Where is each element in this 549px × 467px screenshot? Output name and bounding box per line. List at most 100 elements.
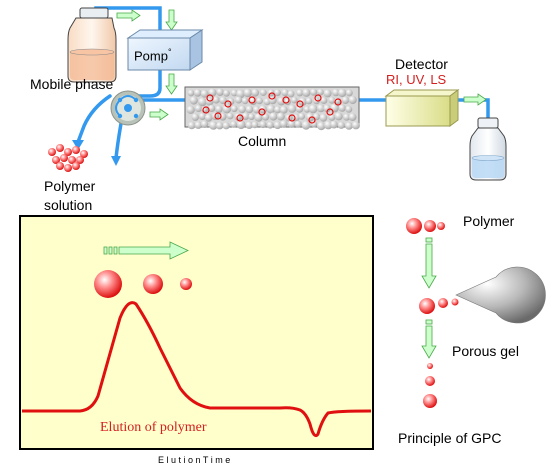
tube-arrowheads (72, 140, 121, 166)
packing-bead (279, 106, 288, 114)
packing-bead (194, 104, 203, 113)
polymer-sphere-icon (425, 376, 435, 386)
elution-trace (22, 301, 372, 438)
packing-bead (248, 113, 255, 121)
packing-bead (343, 113, 351, 121)
polymer-in-column (288, 114, 296, 122)
x-axis-label: E l u t i o n T i m e (158, 455, 231, 465)
packing-bead (216, 88, 224, 96)
packing-bead (323, 104, 331, 113)
packing-bead (320, 96, 328, 105)
pump-label-text: Pomp (134, 48, 168, 64)
packing-bead (324, 120, 333, 130)
polymer-sphere-icon (52, 156, 60, 164)
packing-bead (208, 104, 216, 112)
packing-bead (243, 88, 253, 98)
packing-bead (341, 96, 350, 104)
packing-bead (235, 96, 243, 104)
packing-bead (332, 88, 340, 97)
polymer-cluster (48, 144, 88, 172)
packing-bead (281, 89, 289, 97)
polymer-sphere-icon (48, 148, 56, 156)
elution-annotation: Elution of polymer (100, 420, 207, 435)
packing-bead (193, 89, 202, 97)
packing-bead (236, 120, 246, 130)
packing-bead (256, 97, 263, 105)
packing-bead (338, 88, 347, 98)
packing-bead (280, 120, 288, 128)
chart-flow-arrow-icon (103, 241, 189, 260)
packing-bead (323, 89, 332, 98)
packing-bead (236, 89, 245, 99)
packing-bead (328, 96, 336, 104)
packing-bead (337, 121, 345, 129)
packing-bead (287, 120, 296, 128)
packing-bead (287, 90, 295, 98)
packing-bead (288, 104, 297, 113)
chart-panel (19, 215, 374, 450)
polymer-sphere-icon (72, 162, 80, 170)
polymer-sphere-icon (427, 363, 433, 369)
packing-bead (273, 121, 282, 130)
packing-bead (319, 113, 328, 122)
packing-bead (198, 97, 207, 107)
packing-bead (298, 113, 306, 120)
packing-bead (348, 113, 357, 121)
packing-bead (223, 89, 230, 97)
flow-arrow-icon (116, 9, 487, 121)
packing-bead (345, 89, 353, 97)
packing-bead (254, 113, 263, 122)
packing-bead (269, 112, 278, 121)
packing-bead (200, 120, 209, 128)
valve-icon (110, 90, 146, 126)
packing-bead (194, 121, 202, 129)
polymer-sphere-icon (60, 154, 68, 162)
polymer-sphere-icon (424, 220, 436, 232)
packing-bead (198, 112, 206, 120)
packing-bead (245, 105, 254, 114)
packing-bead (230, 121, 237, 128)
packing-bead (308, 104, 318, 114)
packing-bead (294, 120, 302, 128)
packing-bead (303, 106, 311, 113)
packing-bead (245, 121, 253, 129)
polymer-in-column (308, 116, 316, 124)
down-arrow-icon (421, 319, 437, 359)
polymer-sphere-icon (437, 222, 445, 230)
polymer-sphere-icon (68, 156, 76, 164)
packing-bead (259, 89, 267, 96)
packing-bead (238, 105, 246, 114)
packing-bead (241, 97, 249, 105)
polymer-in-column (296, 100, 304, 108)
bottle-icon (67, 7, 117, 83)
packing-bead (284, 98, 291, 106)
packing-bead (317, 88, 324, 96)
waste-bottle-icon (469, 117, 507, 181)
polymer-sphere-small (180, 278, 192, 290)
packing-bead (187, 121, 196, 130)
elution-chart (19, 215, 374, 450)
packing-bead (328, 113, 336, 121)
polymer-in-column (282, 96, 290, 104)
packing-bead (276, 112, 285, 121)
packing-bead (222, 122, 230, 130)
porous-gel-icon (455, 266, 546, 324)
polymer-in-column (268, 92, 276, 100)
polymer-sphere-medium (143, 274, 163, 294)
packing-bead (186, 105, 195, 114)
column-label: Column (238, 133, 287, 149)
packing-bead (226, 112, 234, 120)
polymer-sphere-icon (438, 298, 448, 308)
polymer-sphere-icon (80, 150, 88, 158)
polymer-in-column (236, 114, 244, 122)
packing-bead (310, 88, 318, 96)
polymer-in-column (258, 108, 266, 116)
packing-bead (219, 96, 227, 105)
detector-icon (384, 89, 460, 127)
polymer-solution-label-1: Polymer (44, 178, 96, 194)
packing-bead (301, 120, 311, 130)
polymer-sphere-icon (451, 298, 459, 306)
column-icon (184, 86, 360, 131)
packing-bead (251, 88, 260, 97)
principle-caption: Principle of GPC (398, 430, 502, 446)
